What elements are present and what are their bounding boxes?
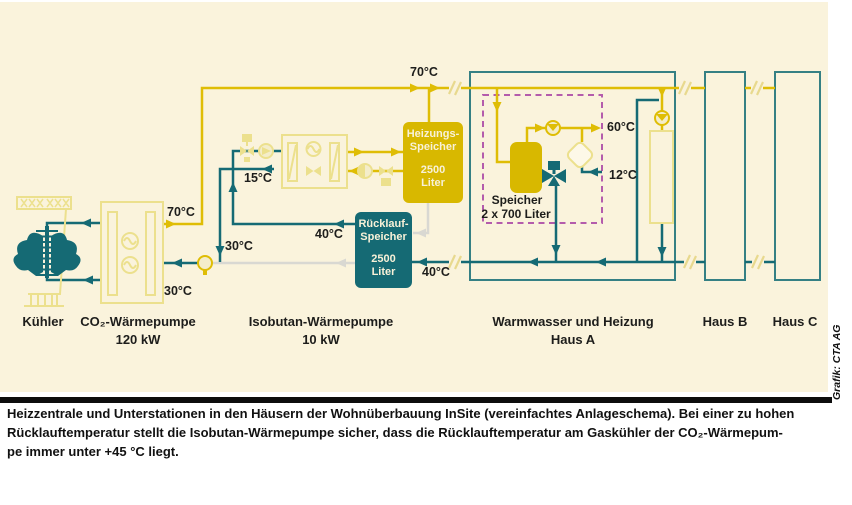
label-haus-b: Haus B: [702, 314, 748, 329]
fan-icon: [13, 226, 81, 278]
haus-b-box: [704, 71, 746, 281]
heizungs-tank-line4: Liter: [421, 177, 445, 189]
kuehler-icon: [13, 196, 81, 307]
label-haus-a-sub: Haus A: [550, 332, 596, 347]
credit-text: Grafik: CTA AG: [831, 324, 843, 400]
temp-evap-out: 15°C: [244, 171, 272, 185]
condenser-return-valve-icon: [379, 166, 393, 186]
heizungs-speicher-tank: [403, 122, 463, 203]
label-co2-power: 120 kW: [115, 332, 161, 347]
co2-heat-pump-icon: [100, 201, 164, 304]
dhw-mixing-valve-icon: [542, 161, 566, 186]
label-iso-power: 10 kW: [302, 332, 340, 347]
dhw-station-dashed-box: [482, 94, 603, 224]
temp-dhw-in: 12°C: [609, 168, 637, 182]
temp-mixed-return: 30°C: [225, 239, 253, 253]
dhw-tank-capacity: 2 x 700 Liter: [481, 207, 551, 221]
isobutan-heat-pump-icon: [281, 134, 348, 189]
haus-c-box: [774, 71, 821, 281]
temp-dhw-out: 60°C: [607, 120, 635, 134]
dhw-tank: [510, 142, 542, 193]
haus-a-box: [469, 71, 676, 281]
heizungs-tank-line1: Heizungs-: [406, 128, 460, 140]
pipe-break-icons: [448, 80, 765, 270]
temp-ruecklauf-out: 40°C: [315, 227, 343, 241]
evap-inlet-pump-icon: [258, 143, 274, 159]
label-co2-wp: CO₂-Wärmepumpe: [80, 314, 196, 329]
caption-line-2: Rücklauftemperatur stellt die Isobutan-W…: [7, 425, 783, 440]
label-haus-c: Haus C: [772, 314, 818, 329]
ruecklauf-tank-line1: Rücklauf-: [358, 218, 409, 230]
dhw-pump-icon: [545, 120, 561, 136]
heizungs-tank-line3: 2500: [420, 164, 446, 176]
ruecklauf-speicher-tank: [355, 212, 412, 288]
heating-pump-icon: [654, 110, 670, 126]
dhw-tank-label: Speicher: [491, 193, 543, 207]
heat-exchanger-icon: [566, 141, 594, 169]
condenser-return-pump-icon: [357, 163, 373, 179]
heizungs-tank-line2: Speicher: [409, 141, 457, 153]
temp-supply-co2: 70°C: [167, 205, 195, 219]
ruecklauf-tank-line4: Liter: [371, 266, 396, 278]
label-haus-a: Warmwasser und Heizung: [492, 314, 654, 329]
temp-ruecklauf-in: 40°C: [422, 265, 450, 279]
temp-supply-main: 70°C: [410, 65, 438, 79]
caption-line-3: pe immer unter +45 °C liegt.: [7, 444, 179, 459]
radiator-icon: [649, 130, 674, 224]
temp-return-co2: 30°C: [164, 284, 192, 298]
label-iso-wp: Isobutan-Wärmepumpe: [248, 314, 394, 329]
schematic-graphics: .py{stroke:#dfbd05;stroke-width:2.5;fill…: [13, 71, 821, 307]
label-kuehler: Kühler: [22, 314, 64, 329]
ruecklauf-tank-line3: 2500: [371, 253, 396, 265]
ruecklauf-tank-line2: Speicher: [360, 231, 407, 243]
co2-return-pump-icon: [197, 255, 213, 275]
gray-pipes: [212, 203, 430, 268]
evap-inlet-valve-icon: [240, 134, 254, 162]
caption-line-1: Heizzentrale und Unterstationen in den H…: [7, 406, 795, 421]
divider-rule: [0, 397, 832, 403]
